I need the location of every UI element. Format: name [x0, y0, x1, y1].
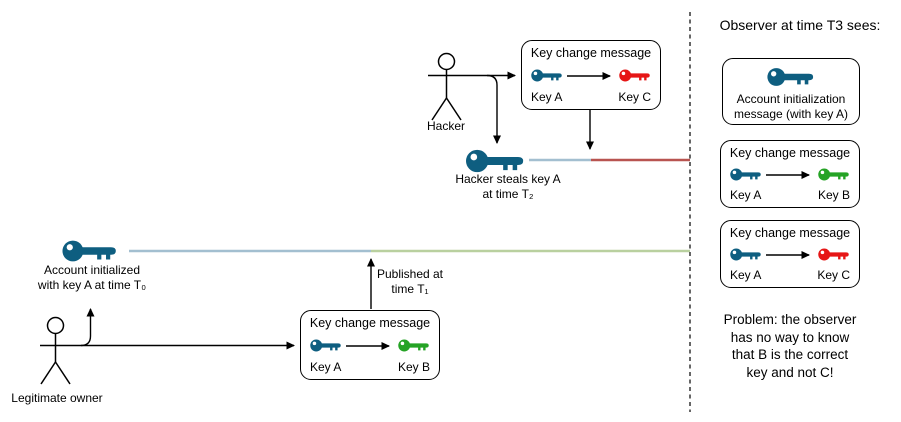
key-transition-arrow — [766, 170, 810, 179]
account-init-card-label: Account initialization message (with key… — [733, 92, 849, 121]
key-b-icon — [818, 166, 850, 183]
key-from-label: Key A — [730, 188, 762, 202]
key-transition-arrow — [766, 250, 810, 259]
published-label: Published at time T₁ — [376, 267, 444, 296]
key-c-icon — [818, 246, 850, 263]
key-change-box-hacker: Key change message Key A Key C — [521, 40, 661, 110]
key-change-box-owner: Key change message Key A Key B — [300, 310, 440, 380]
key-to-label: Key C — [817, 268, 850, 282]
key-change-box-title: Key change message — [309, 316, 431, 330]
key-from-label: Key A — [310, 360, 342, 374]
problem-note: Problem: the observer has no way to know… — [723, 312, 857, 380]
account-initialized-label: Account initialized with key A at time T… — [37, 263, 147, 292]
key-to-label: Key B — [817, 188, 850, 202]
key-c-icon — [619, 67, 651, 84]
hacker-steals-label: Hacker steals key A at time T₂ — [455, 172, 561, 201]
key-a-icon — [310, 337, 342, 354]
key-a-icon — [767, 65, 815, 89]
key-change-box-title: Key change message — [530, 46, 652, 60]
key-transition-arrow — [346, 341, 390, 350]
owner-stick-figure-icon — [39, 316, 71, 385]
owner-to-account-init-arrow — [80, 308, 95, 347]
key-labels-row: Key A Key C — [729, 269, 851, 282]
account-init-card: Account initialization message (with key… — [722, 58, 860, 125]
key-change-box-title: Key change message — [729, 226, 851, 240]
key-a-icon — [730, 246, 762, 263]
hacker-steals-key-arrow — [486, 74, 501, 144]
key-labels-row: Key A Key B — [729, 189, 851, 202]
key-transition-arrow — [567, 71, 611, 80]
observer-panel-title: Observer at time T3 sees: — [719, 17, 881, 33]
key-from-label: Key A — [730, 268, 762, 282]
key-labels-row: Key A Key C — [530, 91, 652, 104]
key-a-icon — [531, 67, 563, 84]
key-change-row — [309, 337, 431, 354]
key-from-label: Key A — [531, 90, 563, 104]
key-to-label: Key B — [397, 360, 430, 374]
key-b-icon — [398, 337, 430, 354]
key-change-row — [530, 67, 652, 84]
legitimate-owner-label: Legitimate owner — [11, 391, 103, 405]
key-change-row — [729, 166, 851, 183]
observer-key-change-card-b: Key change message Key A Key B — [720, 140, 860, 208]
observer-key-change-card-c: Key change message Key A Key C — [720, 220, 860, 288]
key-change-row — [729, 246, 851, 263]
account-init-key-a-icon — [62, 237, 118, 265]
hacker-stick-figure-icon — [430, 52, 462, 121]
key-a-icon — [730, 166, 762, 183]
key-to-label: Key C — [618, 90, 651, 104]
key-labels-row: Key A Key B — [309, 361, 431, 374]
key-change-box-title: Key change message — [729, 146, 851, 160]
hacker-label: Hacker — [426, 119, 465, 133]
